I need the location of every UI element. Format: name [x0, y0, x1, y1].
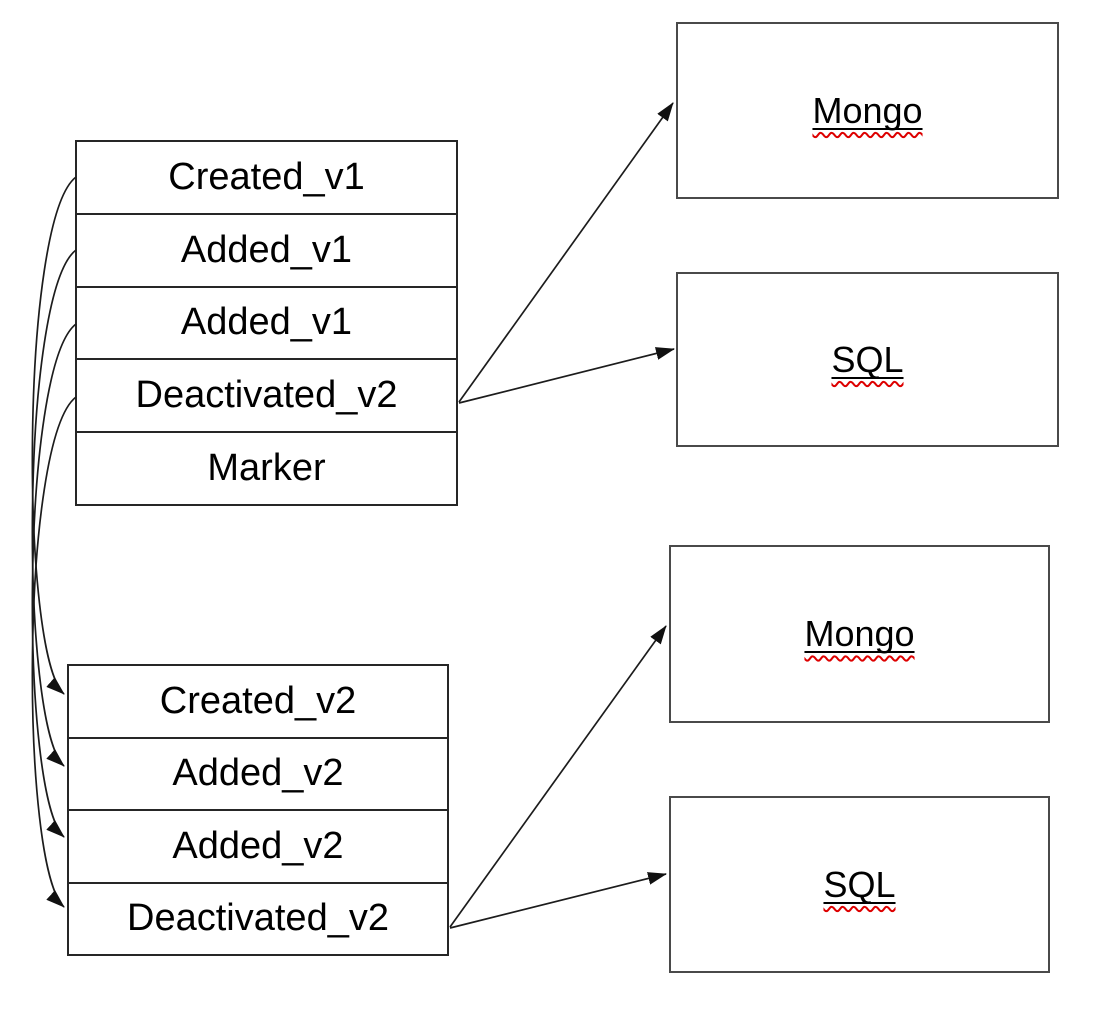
stack-row-added-v2-b[interactable]: Added_v2 [69, 811, 447, 884]
arrow-deactivated-v1-to-mongo[interactable] [458, 102, 674, 403]
stack-row-label: Added_v2 [172, 824, 344, 867]
event-stack-v1[interactable]: Created_v1 Added_v1 Added_v1 Deactivated… [75, 140, 458, 506]
stack-row-label: Deactivated_v2 [135, 374, 398, 417]
stack-row-label: Added_v1 [180, 228, 353, 271]
stack-row-added-v1-a[interactable]: Added_v1 [77, 215, 456, 288]
curved-connector-added-a[interactable] [31, 249, 77, 767]
target-box-sql-top[interactable]: SQL [676, 272, 1059, 447]
arrow-deactivated-v2-to-mongo[interactable] [449, 625, 667, 928]
target-label-sql-top: SQL [831, 338, 904, 380]
stack-row-added-v2-a[interactable]: Added_v2 [69, 739, 447, 811]
target-box-mongo-top[interactable]: Mongo [676, 22, 1059, 199]
spellcheck-squiggle: SQL [823, 864, 895, 906]
stack-row-label: Created_v2 [159, 679, 357, 722]
stack-row-created-v2[interactable]: Created_v2 [69, 666, 447, 739]
target-label-mongo-bottom: Mongo [804, 613, 915, 654]
stack-row-label: Added_v1 [180, 301, 353, 344]
stack-row-label: Marker [207, 447, 326, 490]
target-label-sql-bottom: SQL [823, 863, 896, 905]
stack-row-label: Added_v2 [172, 752, 344, 795]
stack-row-label: Deactivated_v2 [127, 897, 389, 940]
target-label-mongo-top: Mongo [812, 89, 923, 131]
spellcheck-squiggle: Mongo [804, 613, 914, 655]
stack-row-added-v1-b[interactable]: Added_v1 [77, 288, 456, 361]
stack-row-deactivated-v2-bottom[interactable]: Deactivated_v2 [69, 884, 447, 955]
curved-connector-created[interactable] [31, 176, 77, 695]
stack-row-marker[interactable]: Marker [77, 433, 456, 504]
curved-connector-deactivated[interactable] [31, 396, 77, 908]
spellcheck-squiggle: SQL [831, 339, 903, 381]
stack-row-deactivated-v2-top[interactable]: Deactivated_v2 [77, 360, 456, 434]
stack-row-created-v1[interactable]: Created_v1 [77, 142, 456, 215]
arrow-deactivated-v2-to-sql[interactable] [449, 872, 667, 929]
stack-row-label: Created_v1 [168, 155, 365, 198]
event-stack-v2[interactable]: Created_v2 Added_v2 Added_v2 Deactivated… [67, 664, 449, 956]
curved-connector-added-b[interactable] [31, 323, 77, 838]
target-box-sql-bottom[interactable]: SQL [669, 796, 1050, 973]
target-box-mongo-bottom[interactable]: Mongo [669, 545, 1050, 723]
arrow-deactivated-v1-to-sql[interactable] [458, 347, 675, 404]
spellcheck-squiggle: Mongo [812, 90, 922, 132]
